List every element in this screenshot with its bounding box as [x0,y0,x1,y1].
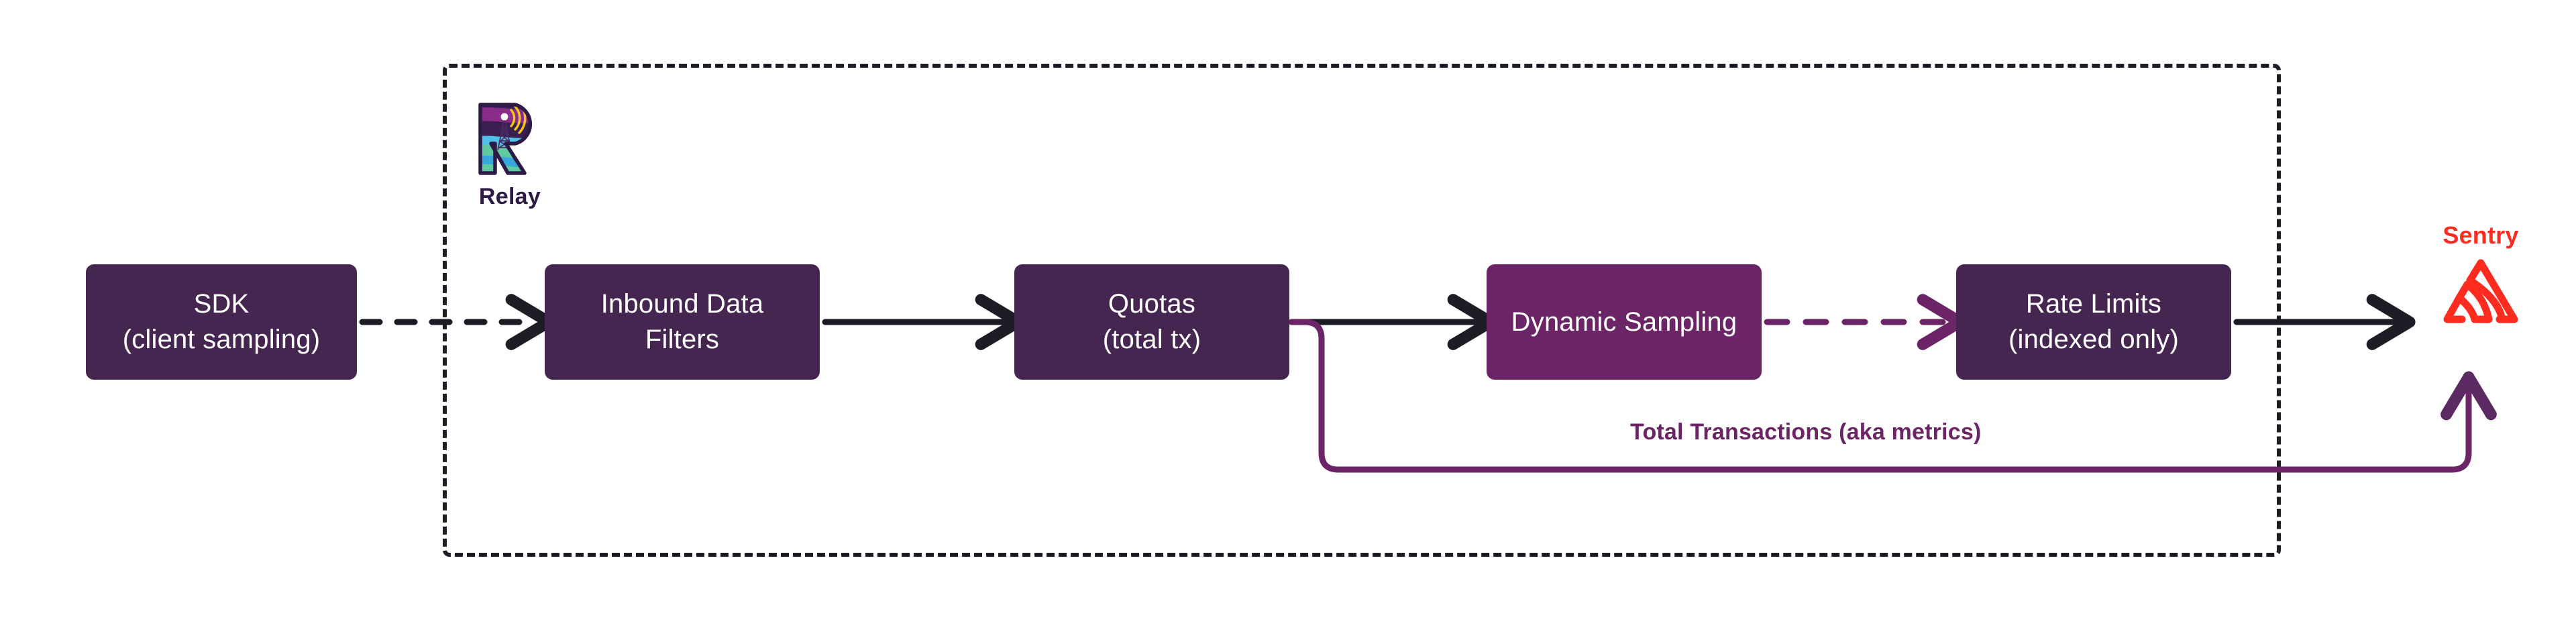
metrics-path-label: Total Transactions (aka metrics) [1630,419,1982,445]
sentry-logo-icon [2443,259,2518,323]
node-dynamic-sampling[interactable]: Dynamic Sampling [1487,264,1762,380]
node-inbound-data-filters[interactable]: Inbound Data Filters [545,264,820,380]
node-sdk-line2: (client sampling) [122,325,321,354]
relay-logo-icon [476,101,534,177]
node-quotas-line2: (total tx) [1102,325,1201,354]
node-quotas[interactable]: Quotas (total tx) [1014,264,1289,380]
node-dynamic-sampling-line1: Dynamic Sampling [1511,307,1737,337]
node-inbound-data-filters-line2: Filters [645,325,720,354]
sentry-destination-block: Sentry [2420,221,2541,329]
node-rate-limits-line1: Rate Limits [2025,289,2162,319]
node-sdk[interactable]: SDK (client sampling) [86,264,357,380]
node-rate-limits-line2: (indexed only) [2008,325,2180,354]
node-sdk-line1: SDK [193,289,250,319]
relay-label: Relay [478,184,541,209]
node-rate-limits[interactable]: Rate Limits (indexed only) [1956,264,2231,380]
relay-boundary-container [443,64,2281,557]
node-inbound-data-filters-line1: Inbound Data [600,289,764,319]
node-quotas-line1: Quotas [1108,289,1196,319]
relay-logo-block: Relay [470,99,550,210]
sentry-label: Sentry [2443,221,2519,249]
